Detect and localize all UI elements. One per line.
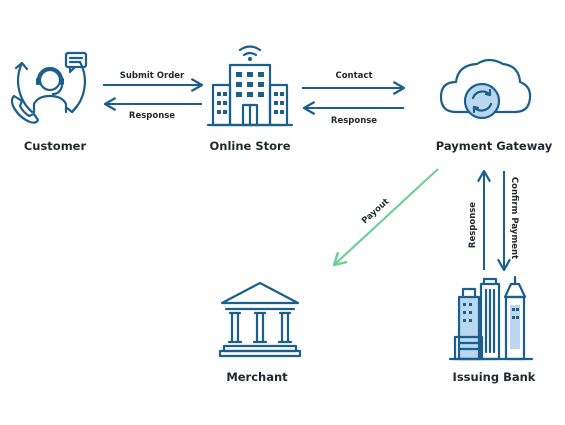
node-label-merchant: Merchant bbox=[226, 370, 288, 384]
bank-building-icon bbox=[218, 281, 302, 358]
edge-label-response-to-store: Response bbox=[331, 116, 377, 126]
edge-label-confirm-payment: Confirm Payment bbox=[509, 177, 519, 259]
node-label-online-store: Online Store bbox=[210, 139, 291, 153]
headset-agent-icon bbox=[10, 51, 88, 124]
city-skyscrapers-icon bbox=[448, 275, 534, 361]
edge-label-response-to-gateway: Response bbox=[468, 202, 478, 248]
node-label-customer: Customer bbox=[24, 139, 87, 153]
node-label-payment-gateway: Payment Gateway bbox=[436, 139, 553, 153]
node-label-issuing-bank: Issuing Bank bbox=[453, 370, 536, 384]
cloud-sync-icon bbox=[439, 58, 532, 120]
edge-label-response-to-customer: Response bbox=[129, 111, 175, 121]
edge-label-submit-order: Submit Order bbox=[120, 71, 185, 81]
edge-label-payout: Payout bbox=[360, 197, 391, 227]
office-building-icon bbox=[206, 45, 294, 127]
arrow-payout bbox=[332, 168, 439, 267]
edge-label-contact: Contact bbox=[335, 71, 372, 81]
